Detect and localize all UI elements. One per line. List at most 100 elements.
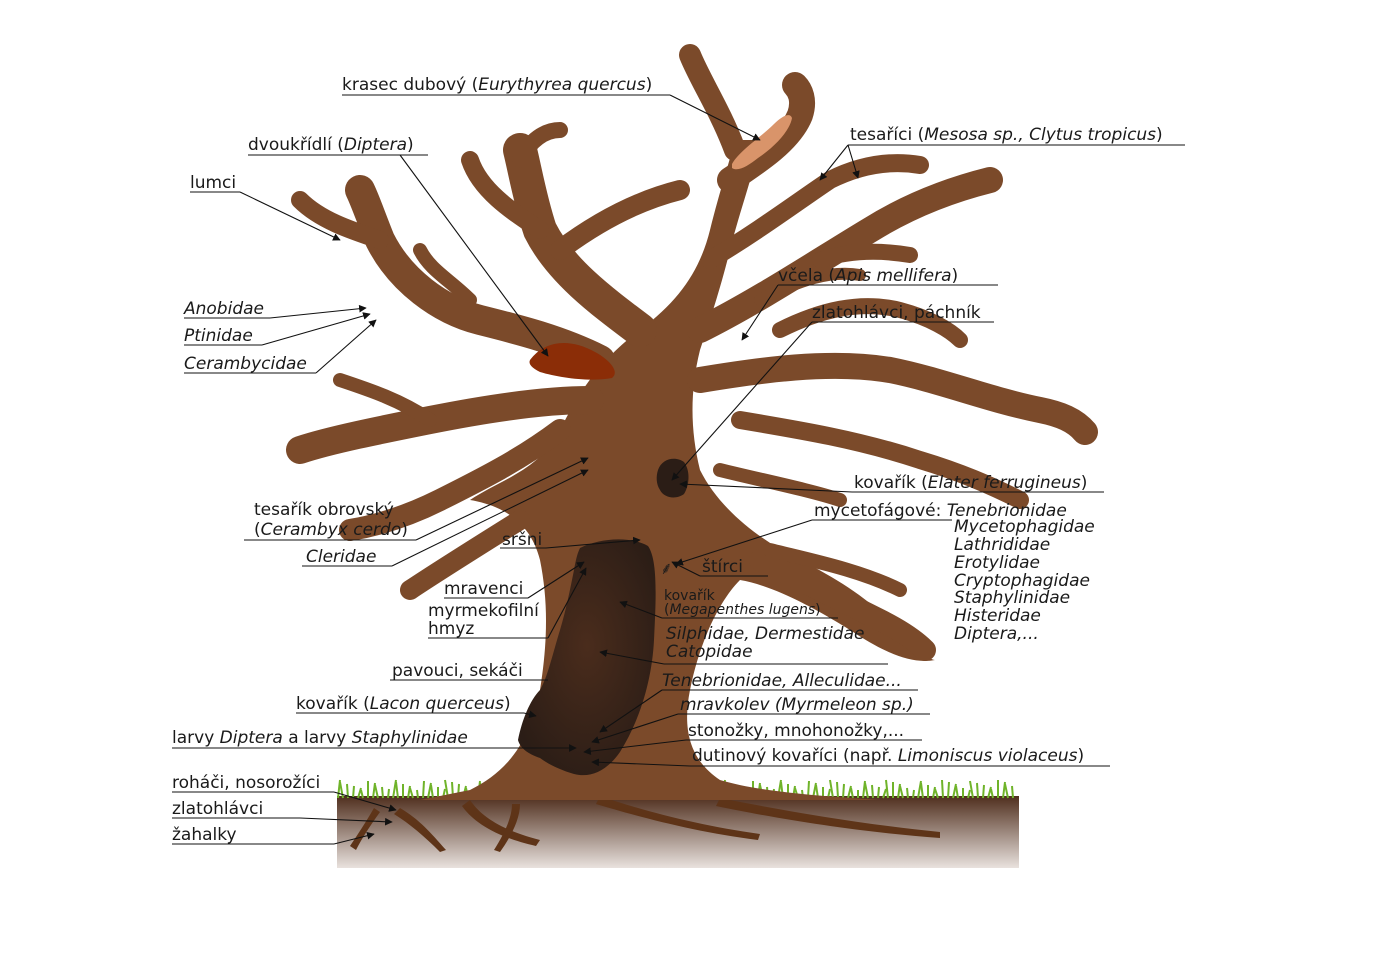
label-lathrididae: Lathrididae [954,535,1050,555]
grass-blade [955,785,959,799]
grass-blade [969,780,974,799]
label-kovarik-elater-part: ) [1081,473,1088,493]
label-mycetofagove: mycetofágové: Tenebrionidae [814,501,1067,521]
label-dvoukridli-part: dvoukřídlí ( [248,135,344,155]
label-lathrididae-part: Lathrididae [954,535,1050,555]
label-megapenthes-lugens: (Megapenthes lugens) [664,602,821,618]
label-pavouci-part: pavouci, sekáči [392,661,523,681]
grass-blade [1002,781,1006,799]
label-vcela: včela (Apis mellifera) [778,266,958,286]
grass-blade [952,783,957,799]
label-srsni: sršni [502,530,542,550]
grass-blade [864,782,869,799]
label-hmyz: hmyz [428,619,474,639]
label-kovarik-megapenthes-part: kovařík [664,588,716,604]
label-megapenthes-lugens-part: Megapenthes lugens [669,602,815,618]
label-staphylinidae-part: Staphylinidae [954,588,1070,608]
grass-blade [967,789,971,799]
label-kovarik-lacon: kovařík (Lacon querceus) [296,694,511,714]
grass-blade [982,784,985,799]
label-kovarik-lacon-part: ) [504,694,511,714]
label-vcela-part: včela ( [778,266,835,286]
label-erotylidae: Erotylidae [954,553,1040,573]
label-tenebrionidae-alleculidae: Tenebrionidae, Alleculidae... [662,671,902,691]
label-megapenthes-lugens-part: ( [664,602,669,618]
label-vcela-part: Apis mellifera [834,266,951,286]
label-rohaci: roháči, nosorožíci [172,773,320,793]
label-staphylinidae: Staphylinidae [954,588,1070,608]
label-cerambyx-cerdo-part: ) [401,520,408,540]
label-lumci-part: lumci [190,173,236,193]
grass-blade [381,786,384,799]
label-lumci: lumci [190,173,236,193]
grass-blade [374,784,379,799]
label-zlatohlavci-pachnik: zlatohlávci, páchník [812,303,981,323]
grass-blade [392,779,397,799]
grass-blade [409,787,414,799]
grass-blade [987,786,992,799]
label-tesarici: tesaříci (Mesosa sp., Clytus tropicus) [850,125,1163,145]
grass-blade [882,788,887,799]
label-tesarici-part: Mesosa sp., Clytus tropicus [924,125,1156,145]
label-krasec-dubovy-part: Eurythyrea quercus [478,75,645,95]
label-anobidae: Anobidae [183,299,264,319]
label-kovarik-lacon-part: kovařík ( [296,694,370,714]
label-larvy-part: larvy [172,728,220,748]
label-larvy-part: Diptera [220,728,283,748]
label-srsni-part: sršni [502,530,542,550]
label-kovarik-elater-part: kovařík ( [854,473,928,493]
label-dutinovy-kovarici-part: Limoniscus violaceus [898,746,1078,766]
label-krasec-dubovy-part: ) [646,75,653,95]
grass-blade [346,783,349,799]
grass-blade [360,789,364,799]
label-dvoukridli: dvoukřídlí (Diptera) [248,135,414,155]
labels: krasec dubový (Eurythyrea quercus) tesař… [172,75,1163,845]
label-kovarik-elater: kovařík (Elater ferrugineus) [854,473,1087,493]
label-diptera-etc: Diptera,... [954,624,1039,644]
grass-blade [947,781,950,799]
grass-blade [339,781,344,799]
grass-blade [416,789,419,799]
label-diptera-etc-part: Diptera,... [954,624,1039,644]
grass-blade [899,785,904,799]
grass-blade [372,782,376,799]
label-tesarici-part: ) [1156,125,1163,145]
grass-blade [941,779,944,799]
label-myrmekofilni: myrmekofilní [428,601,540,621]
grass-blade [352,785,355,799]
label-silphidae: Silphidae, Dermestidae [666,624,864,644]
grass-blade [430,784,434,799]
grass-blade [934,788,939,799]
grass-blade [906,787,909,799]
grass-blade [395,781,399,799]
roots [350,796,940,852]
label-mravenci-part: mravenci [444,579,523,599]
label-cleridae: Cleridae [306,547,376,567]
grass-blade [877,786,880,799]
label-zlatohlavci-part: zlatohlávci [172,799,263,819]
label-mravkolev: mravkolev (Myrmeleon sp.) [680,695,914,715]
leader-lines [172,94,1185,845]
label-stirci-part: štírci [702,557,743,577]
svg-text:⸙: ⸙ [660,559,673,579]
grass-blade [885,779,889,799]
label-dutinovy-kovarici-part: dutinový kovaříci (např. [692,746,898,766]
grass-blade [427,782,432,799]
label-cerambycidae: Cerambycidae [184,354,307,374]
label-mravenci: mravenci [444,579,523,599]
grass-blade [990,788,994,799]
label-anobidae-part: Anobidae [183,299,264,319]
label-cleridae-part: Cleridae [306,547,376,567]
label-silphidae-part: Silphidae, Dermestidae [666,624,864,644]
label-tesarik-obrovsky-part: tesařík obrovský [254,500,394,520]
label-histeridae: Histeridae [954,606,1041,626]
label-megapenthes-lugens-part: ) [815,602,820,618]
grass-blade [917,780,922,799]
label-larvy-part: a larvy [283,728,352,748]
label-catopidae-part: Catopidae [666,642,753,662]
label-cerambyx-cerdo: (Cerambyx cerdo) [254,520,408,540]
label-cryptophagidae: Cryptophagidae [954,571,1090,591]
grass-blade [836,781,839,799]
label-mycetofagove-part: Tenebrionidae [947,501,1067,521]
label-pavouci: pavouci, sekáči [392,661,523,681]
